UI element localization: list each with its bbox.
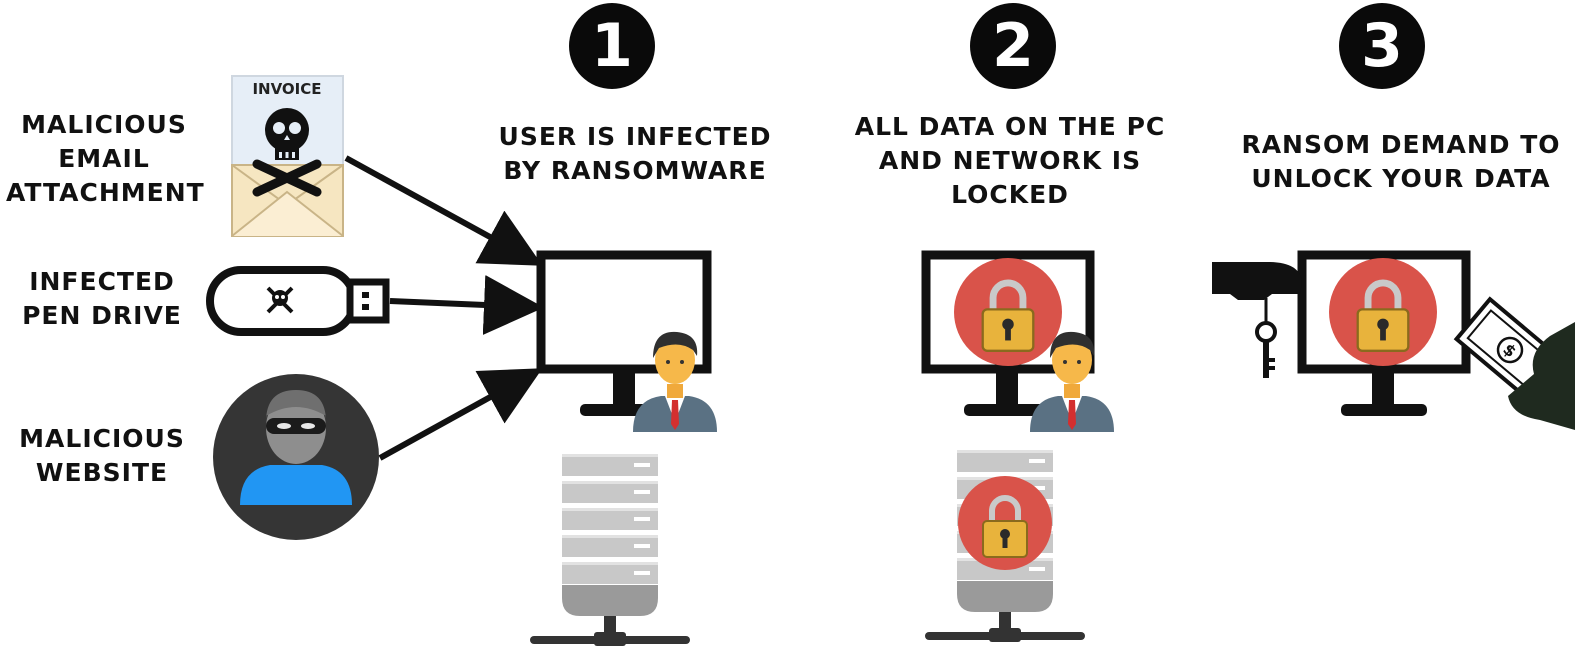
step-badge-3: 3 [1339,3,1425,89]
hand-with-key-icon [1212,262,1302,378]
money-hand-icon: $ [1453,296,1575,430]
source-label-pen-drive: INFECTED PEN DRIVE [22,267,182,330]
hacker-icon [213,374,379,540]
step-badge-1: 1 [569,3,655,89]
server-icon-1 [530,454,690,646]
step-caption-3: RANSOM DEMAND TO UNLOCK YOUR DATA [1241,130,1561,193]
monitor-step-1 [536,250,712,416]
source-label-website: MALICIOUS WEBSITE [19,424,185,487]
arrow-website [378,368,543,461]
step-badge-2: 2 [970,3,1056,89]
invoice-text: INVOICE [252,80,321,98]
arrow-email [344,155,543,266]
invoice-envelope-icon: INVOICE [231,75,344,237]
source-label-email: MALICIOUS EMAIL ATTACHMENT [6,110,205,207]
lock-icon-server-2 [958,476,1052,570]
usb-drive-icon [206,266,390,336]
server-icon-2 [925,450,1085,642]
lock-icon-monitor-2 [954,258,1062,366]
lock-icon-monitor-3 [1329,258,1437,366]
step-caption-2: ALL DATA ON THE PC AND NETWORK IS LOCKED [854,112,1166,209]
step-caption-1: USER IS INFECTED BY RANSOMWARE [498,122,772,185]
arrow-pen-drive [389,275,544,335]
